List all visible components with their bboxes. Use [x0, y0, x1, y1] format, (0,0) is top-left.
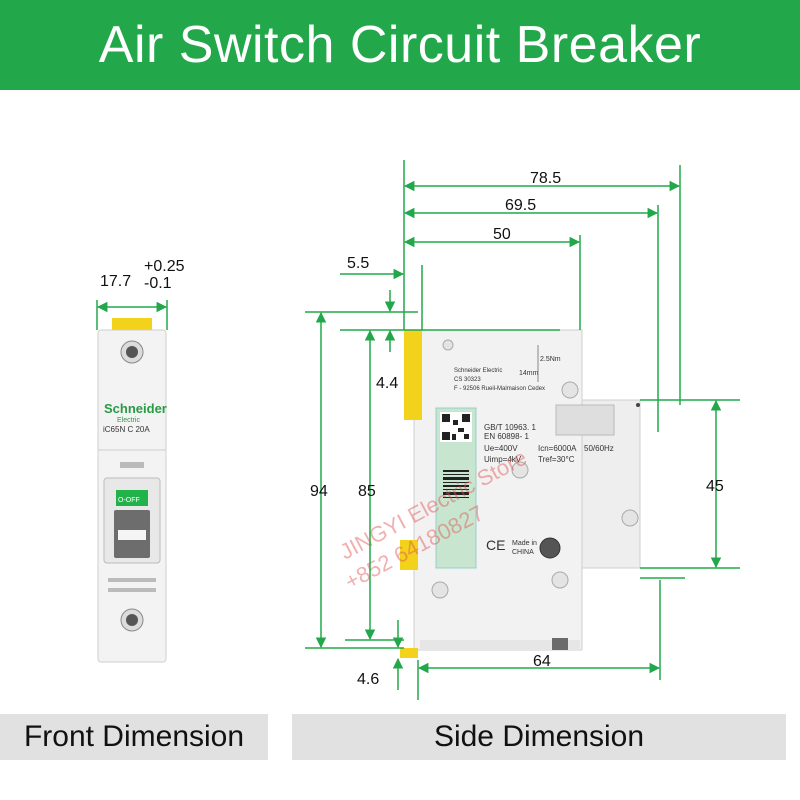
standard-1: GB/T 10963. 1 — [484, 423, 536, 432]
title-banner: Air Switch Circuit Breaker — [0, 0, 800, 90]
uimp-rating: Uimp=4kV — [484, 455, 522, 464]
tref-rating: Tref=30°C — [538, 455, 575, 464]
cs-text: CS 30323 — [454, 377, 481, 383]
side-screw-icon — [539, 537, 561, 559]
qr-code-icon — [440, 412, 472, 442]
dim-78-5: 78.5 — [530, 170, 561, 187]
dim-50: 50 — [493, 226, 511, 243]
dim-85: 85 — [358, 483, 376, 500]
icn-rating: Icn=6000A — [538, 444, 577, 453]
maker-text: Schneider Electric — [454, 368, 502, 374]
front-view: 17.7 +0.25 -0.1 Schneider Electric iC65N… — [96, 258, 185, 663]
dim-94: 94 — [310, 483, 328, 500]
barcode-icon — [443, 470, 469, 498]
frequency: 50/60Hz — [584, 444, 614, 453]
front-tol-plus: +0.25 — [144, 258, 185, 275]
status-text: O-OFF — [118, 497, 140, 504]
side-clip-bottom — [400, 648, 418, 658]
front-width-value: 17.7 — [100, 273, 131, 290]
dim-4-4: 4.4 — [376, 375, 398, 392]
side-view: 2.5Nm 14mm Schneider Electric CS 30323 F… — [305, 160, 740, 700]
strip-label: 14mm — [519, 370, 539, 377]
side-dimension-label: Side Dimension — [292, 714, 786, 760]
country: CHINA — [512, 549, 534, 556]
dim-45: 45 — [706, 478, 724, 495]
side-window — [555, 404, 615, 436]
made-in: Made in — [512, 540, 537, 547]
model-label: iC65N C 20A — [103, 425, 150, 434]
brand-logo: Schneider — [104, 401, 167, 416]
dim-4-6: 4.6 — [357, 671, 379, 688]
torque-label: 2.5Nm — [540, 356, 561, 363]
standard-2: EN 60898- 1 — [484, 432, 529, 441]
front-dimension-label: Front Dimension — [0, 714, 268, 760]
address-text: F - 92506 Rueil-Malmaison Cedex — [454, 386, 545, 392]
front-tol-minus: -0.1 — [144, 275, 172, 292]
ce-mark: CE — [486, 537, 505, 553]
status-window — [116, 490, 148, 506]
dim-69-5: 69.5 — [505, 197, 536, 214]
page-title: Air Switch Circuit Breaker — [98, 16, 702, 74]
dim-5-5: 5.5 — [347, 255, 369, 272]
dim-64: 64 — [533, 653, 551, 670]
brand-sub: Electric — [117, 417, 140, 424]
side-clip-top — [404, 330, 422, 420]
ue-rating: Ue=400V — [484, 444, 518, 453]
